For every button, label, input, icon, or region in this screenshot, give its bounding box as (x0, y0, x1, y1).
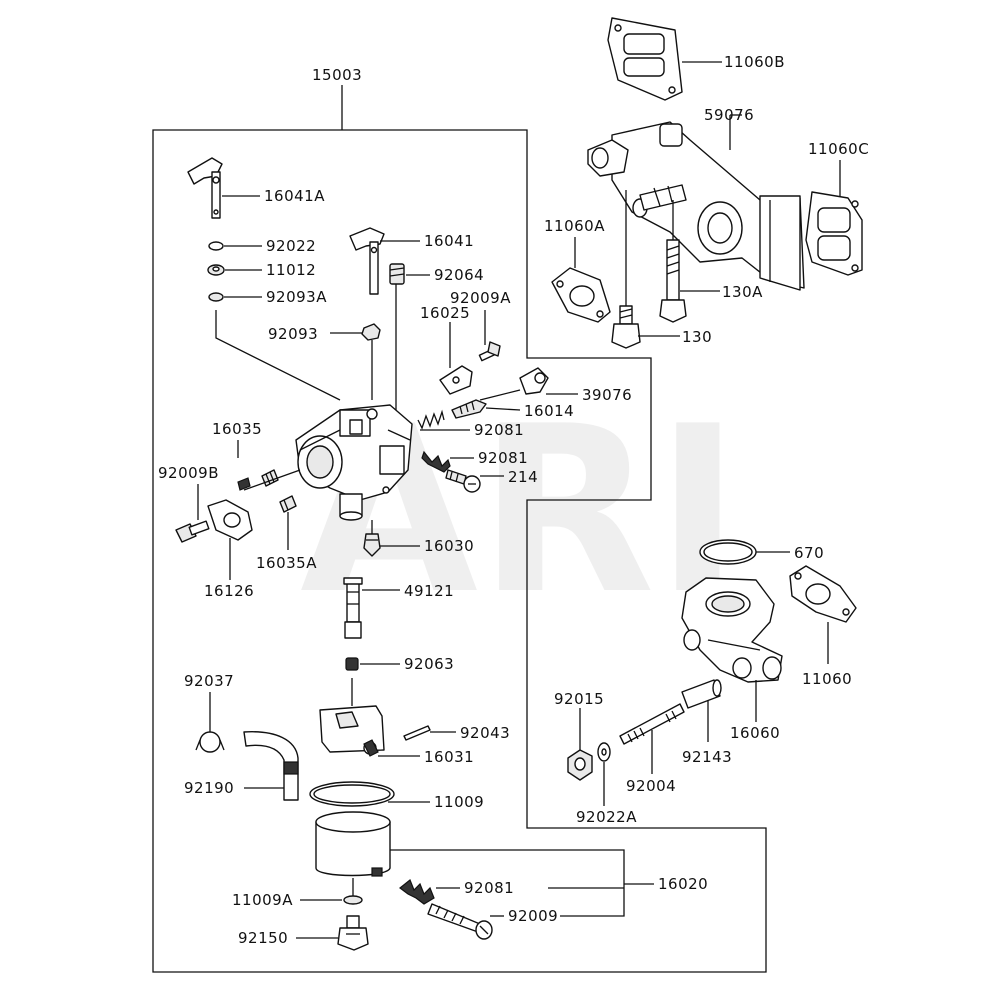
leader-16014 (485, 407, 521, 411)
label-11060a: 11060A (544, 217, 605, 235)
label-92081-a: 92081 (474, 421, 524, 439)
label-16126: 16126 (204, 582, 254, 600)
cap-39076 (519, 367, 549, 395)
label-670: 670 (794, 544, 824, 562)
gasket-11060b (607, 17, 683, 101)
screw-92009a (478, 341, 501, 362)
gasket-11060 (789, 565, 857, 623)
pin-92043 (403, 725, 431, 741)
bolt-130 (611, 305, 641, 349)
axis-choke (215, 310, 341, 401)
washer-92093a (208, 292, 224, 302)
label-49121: 49121 (404, 582, 454, 600)
label-16031: 16031 (424, 748, 474, 766)
spring-92081-a (417, 409, 445, 430)
clip-92037 (195, 731, 225, 753)
label-214: 214 (508, 468, 538, 486)
label-16041a: 16041A (264, 187, 325, 205)
washer-92022 (208, 241, 224, 251)
label-11060: 11060 (802, 670, 852, 688)
label-92150: 92150 (238, 929, 288, 947)
adapter-16060 (681, 577, 783, 683)
label-92037: 92037 (184, 672, 234, 690)
nut-92093 (361, 323, 381, 341)
label-59076: 59076 (704, 106, 754, 124)
stud-92004 (619, 703, 685, 745)
label-130a: 130A (722, 283, 763, 301)
label-92022a: 92022A (576, 808, 637, 826)
label-92009a: 92009A (450, 289, 511, 307)
label-11060b: 11060B (724, 53, 785, 71)
label-92081-c: 92081 (464, 879, 514, 897)
label-16014: 16014 (524, 402, 574, 420)
screw-92009b (175, 520, 210, 543)
label-92093: 92093 (268, 325, 318, 343)
label-16020: 16020 (658, 875, 708, 893)
label-11012: 11012 (266, 261, 316, 279)
hose-92190 (243, 731, 299, 801)
axis-16035 (243, 469, 301, 491)
spring-92081-c (399, 879, 435, 905)
label-16035: 16035 (212, 420, 262, 438)
throttle-shaft-16041 (349, 227, 385, 295)
bracket-16020 (390, 849, 625, 917)
label-11060c: 11060C (808, 140, 869, 158)
carburetor-body (295, 404, 413, 521)
screw-16035a (279, 495, 297, 513)
axis-39076 (479, 389, 521, 401)
cover-16126 (207, 477, 253, 541)
label-92093a: 92093A (266, 288, 327, 306)
label-92143: 92143 (682, 748, 732, 766)
washer-11009a (343, 895, 363, 905)
label-16041: 16041 (424, 232, 474, 250)
label-92081-b: 92081 (478, 449, 528, 467)
gasket-11060a (551, 267, 611, 323)
label-11009a: 11009A (232, 891, 293, 909)
assembly-boundary (152, 129, 767, 973)
spring-92081-b (421, 450, 451, 473)
washer-92022a-hole (601, 748, 607, 756)
label-130: 130 (682, 328, 712, 346)
label-92064: 92064 (434, 266, 484, 284)
label-15003: 15003 (312, 66, 362, 84)
label-92015: 92015 (554, 690, 604, 708)
float-valve-16030 (363, 533, 381, 557)
float-bowl-16020 (315, 811, 391, 877)
choke-shaft-16041a (187, 157, 223, 219)
label-92063: 92063 (404, 655, 454, 673)
label-92190: 92190 (184, 779, 234, 797)
label-92022: 92022 (266, 237, 316, 255)
float-16031 (319, 705, 385, 757)
label-92009b: 92009B (158, 464, 219, 482)
label-16035a: 16035A (256, 554, 317, 572)
jet-92063 (345, 657, 359, 671)
bolt-92150 (337, 915, 369, 951)
sleeve-92143 (681, 679, 722, 709)
intake-manifold-59076 (587, 121, 805, 291)
seal-11012-hole (212, 266, 220, 272)
jet-tube-49121 (343, 577, 363, 639)
o-ring-670-inner (703, 542, 753, 562)
gasket-11009-inner (313, 784, 391, 804)
label-16060: 16060 (730, 724, 780, 742)
label-39076: 39076 (582, 386, 632, 404)
label-92009: 92009 (508, 907, 558, 925)
gasket-11060c (805, 191, 863, 276)
screw-92064 (389, 263, 405, 285)
label-16030: 16030 (424, 537, 474, 555)
label-11009: 11009 (434, 793, 484, 811)
screw-92009 (427, 903, 493, 940)
nut-92015 (567, 749, 593, 781)
label-92004: 92004 (626, 777, 676, 795)
screw-214 (445, 469, 481, 493)
bolt-130a (659, 239, 687, 323)
label-16025: 16025 (420, 304, 470, 322)
needle-16014 (451, 399, 487, 419)
plate-16025 (439, 365, 473, 395)
label-92043: 92043 (460, 724, 510, 742)
screw-16035 (261, 469, 279, 487)
